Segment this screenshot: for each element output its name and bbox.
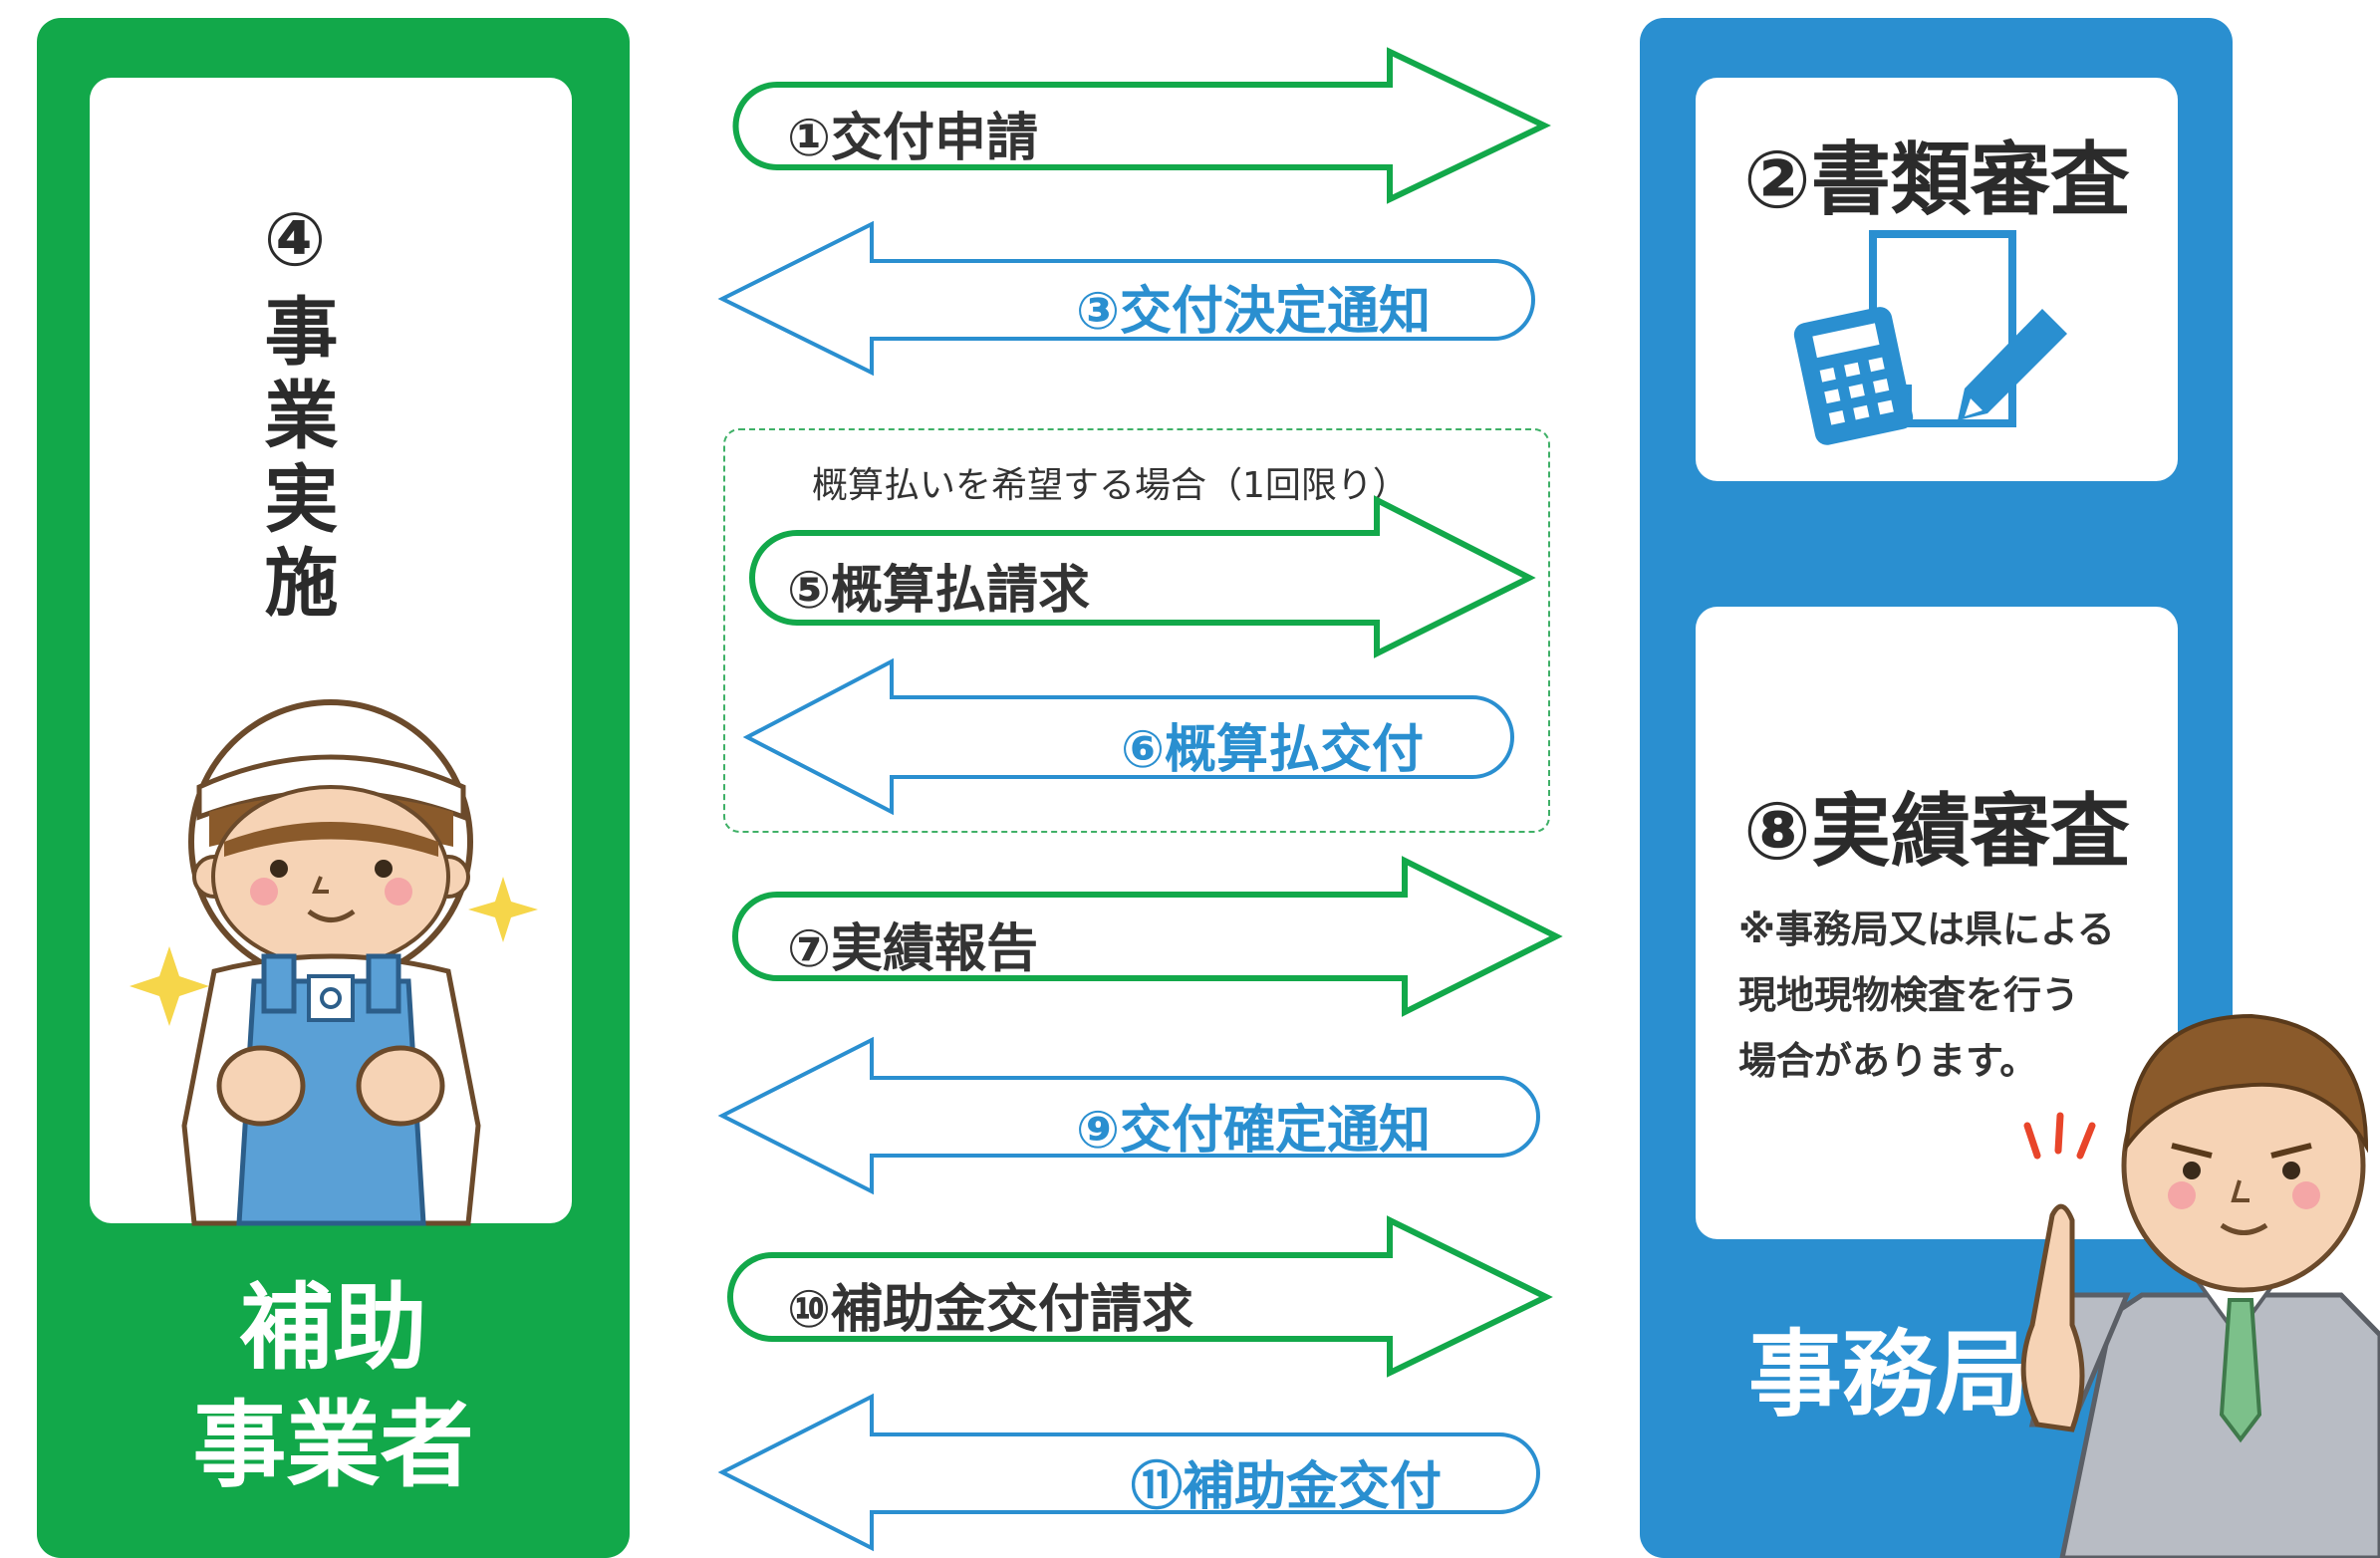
arrow-11-label: ⑪補助金交付: [1131, 1457, 1443, 1517]
project-implementation-title: ④事業実施: [252, 197, 338, 628]
arrow-7-shape: [732, 856, 1563, 1017]
grant-recipient-label-line-1: 補助: [239, 1274, 427, 1383]
document-review-title: ②書類審査: [1743, 133, 2130, 226]
arrow-5-shape: [749, 495, 1536, 658]
arrow-1-label: ①交付申請: [787, 109, 1039, 168]
worker-character: [181, 699, 481, 1226]
grant-recipient-label: 補助 事業者: [37, 1270, 630, 1505]
arrow-5-label: ⑤概算払請求: [787, 561, 1091, 621]
arrow-11-shape: [717, 1393, 1540, 1552]
grant-recipient-label-line-2: 事業者: [192, 1392, 474, 1500]
inspection-note-line-2: 現地現物検査を行う: [1738, 973, 2080, 1017]
performance-review-card: [1696, 607, 2178, 1239]
inspection-note-line-3: 場合があります。: [1738, 1039, 2038, 1083]
arrow-10-label: ⑩補助金交付請求: [787, 1280, 1194, 1340]
document-review-card: [1696, 78, 2178, 481]
inspection-note-line-1: ※事務局又は県による: [1738, 908, 2115, 951]
advance-payment-group: [723, 428, 1550, 833]
secretariat-label: 事務局: [1747, 1321, 2029, 1429]
advance-payment-caption: 概算払いを希望する場合（1回限り）: [812, 465, 1409, 506]
arrow-7-label: ⑦実績報告: [787, 919, 1039, 979]
calculator-document-pencil-icon: [1793, 230, 2067, 445]
arrow-3-label: ③交付決定通知: [1076, 282, 1432, 342]
inspection-note: ※事務局又は県による 現地現物検査を行う 場合があります。: [1738, 897, 2177, 1094]
arrow-1-shape: [732, 47, 1551, 204]
arrow-6-label: ⑥概算払交付: [1121, 720, 1425, 780]
arrow-9-label: ⑨交付確定通知: [1076, 1101, 1432, 1161]
arrow-10-shape: [727, 1215, 1553, 1378]
sparkle-icon: [130, 877, 538, 1026]
office-staff-character: [2020, 1013, 2380, 1558]
performance-review-title: ⑧実績審査: [1743, 785, 2130, 878]
arrow-9-shape: [717, 1036, 1540, 1195]
arrow-3-shape: [717, 220, 1535, 377]
arrow-6-shape: [742, 657, 1514, 816]
